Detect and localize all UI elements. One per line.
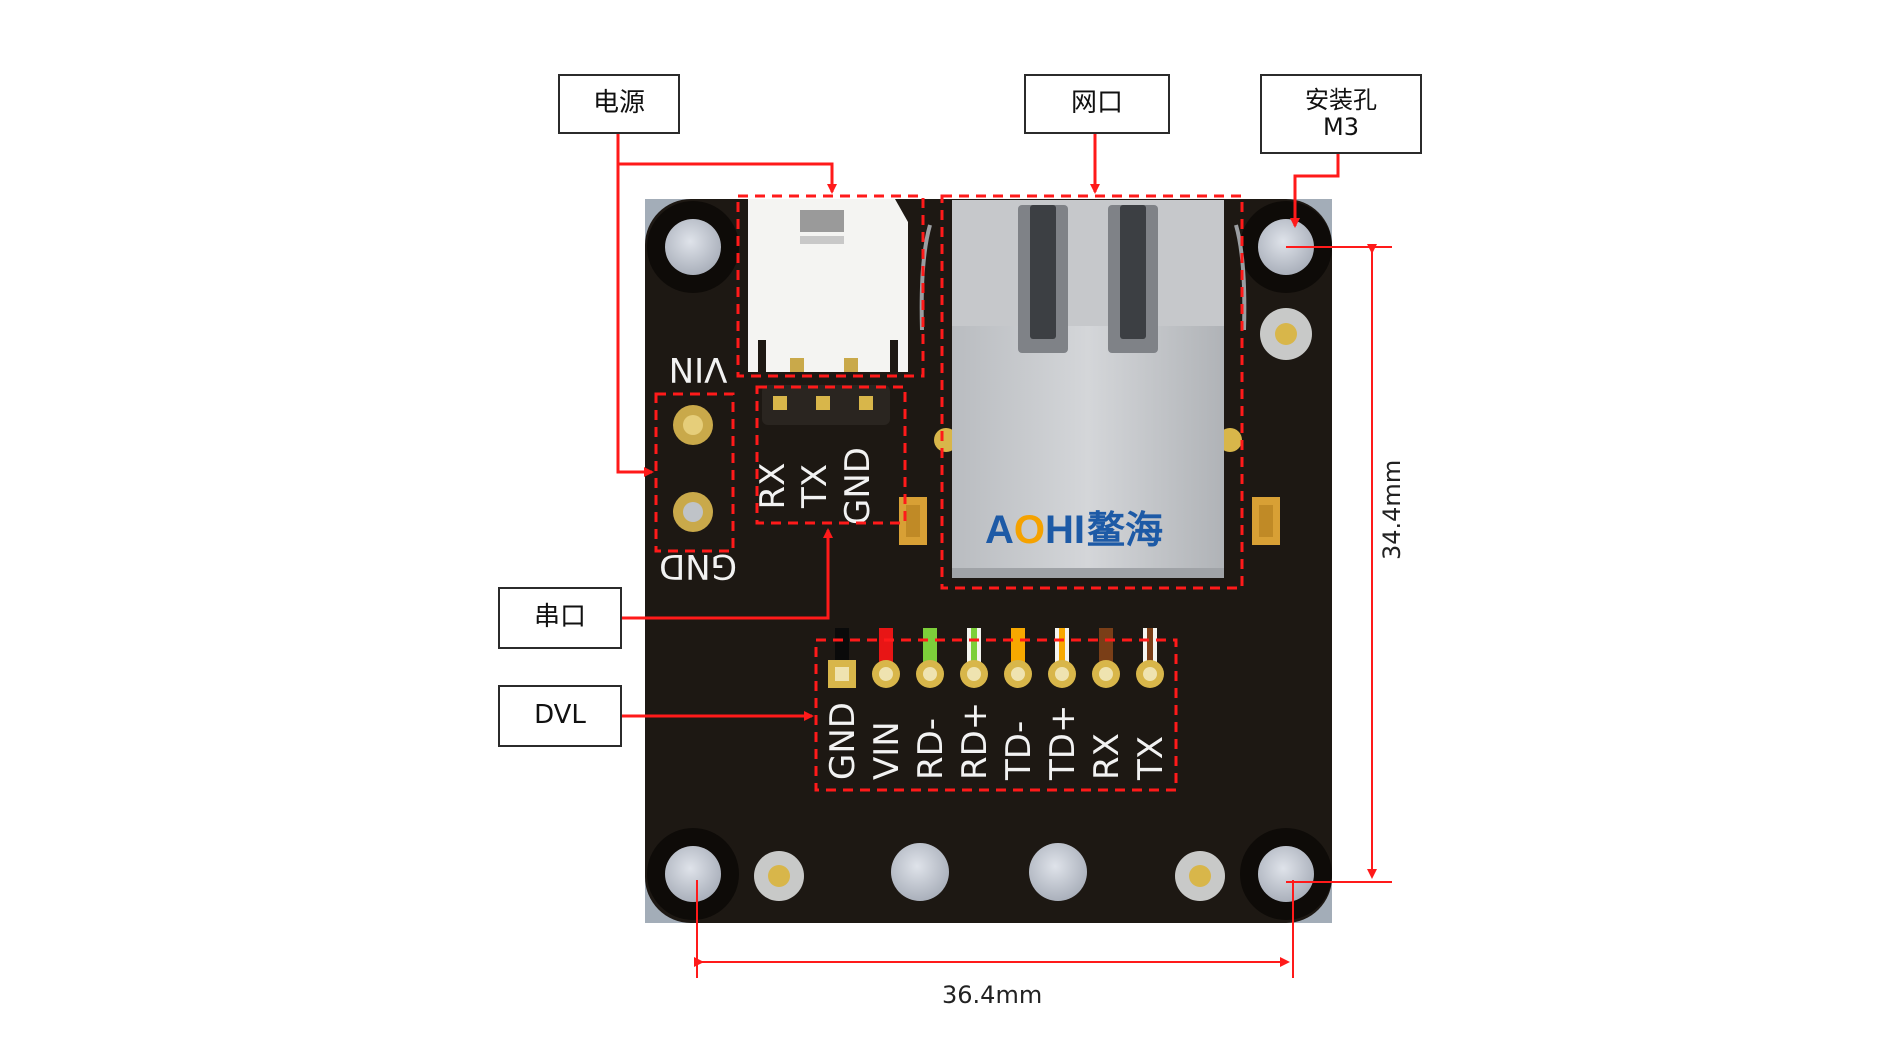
mount-hole — [665, 219, 721, 275]
highlight-vin-gnd — [654, 392, 735, 553]
dvl-wires — [828, 628, 1164, 688]
leader-serial — [620, 528, 833, 620]
logo-latin: AOHI — [985, 508, 1085, 552]
callout-dvl: DVL — [498, 685, 622, 747]
silk-gnd: GND — [659, 546, 737, 586]
height-dimension-label: 34.4mm — [1378, 459, 1406, 560]
callout-power-label: 电源 — [592, 88, 645, 119]
dvl-pad-center — [835, 667, 849, 681]
highlight-boxes — [654, 194, 1244, 792]
dvl-pad-center — [1011, 667, 1025, 681]
serial-pin-label: RX — [753, 463, 793, 510]
leader-power-top — [616, 133, 837, 194]
highlight-power — [736, 194, 925, 378]
rj45-jack — [919, 200, 1247, 578]
dvl-pin-label: RX — [1087, 733, 1127, 780]
callout-ethernet-label: 网口 — [1070, 88, 1123, 119]
dvl-pad-center — [923, 667, 937, 681]
callout-serial: 串口 — [498, 587, 622, 649]
dvl-pin-label: VIN — [867, 721, 907, 780]
callout-dvl-label: DVL — [534, 700, 586, 731]
leader-power-vin — [616, 164, 654, 477]
callout-leaders — [616, 133, 1340, 721]
dvl-pad-center — [879, 667, 893, 681]
bottom-row-holes — [754, 843, 1225, 901]
power-connector — [748, 199, 908, 372]
dvl-wire-stripe — [971, 628, 977, 672]
mount-hole — [665, 846, 721, 902]
logo-letter: H — [1045, 508, 1074, 552]
highlight-dvl — [814, 638, 1178, 792]
logo-letter: I — [1074, 508, 1085, 552]
silk-vin: VIN — [669, 349, 728, 389]
callout-power: 电源 — [558, 74, 680, 134]
logo-letter: A — [985, 508, 1014, 552]
dvl-pin-label: GND — [823, 702, 863, 780]
logo-letter: O — [1014, 508, 1045, 552]
callout-ethernet: 网口 — [1024, 74, 1170, 134]
logo-cjk: 鳌海 — [1087, 508, 1163, 552]
dvl-pad-center — [1143, 667, 1157, 681]
serial-pin-label: TX — [795, 464, 835, 509]
serial-pin-label: GND — [838, 447, 878, 525]
dvl-pin-label: TD- — [999, 721, 1039, 781]
aohi-logo: AOHI 鳌海 — [985, 508, 1163, 552]
dvl-wire-stripe — [1059, 628, 1065, 672]
dvl-pin-label: TX — [1131, 736, 1171, 781]
width-dimension-label: 36.4mm — [942, 981, 1043, 1009]
callout-mount-hole-line1: 安装孔 — [1305, 86, 1377, 115]
dvl-pad-center — [1055, 667, 1069, 681]
dvl-pad-center — [1099, 667, 1113, 681]
corner-mount-holes — [647, 201, 1332, 920]
leader-mount-hole — [1290, 152, 1340, 228]
dvl-wire-stripe — [1147, 628, 1153, 672]
dvl-pin-label: RD+ — [955, 702, 995, 780]
dimension-lines — [694, 244, 1392, 978]
mount-hole — [1258, 846, 1314, 902]
callout-serial-label: 串口 — [533, 602, 586, 633]
dvl-pad-center — [967, 667, 981, 681]
serial-header — [762, 385, 890, 425]
highlight-serial — [755, 385, 907, 525]
callout-mount-hole: 安装孔 M3 — [1260, 74, 1422, 154]
highlight-ethernet — [940, 194, 1244, 590]
dvl-pin-label: TD+ — [1043, 705, 1083, 781]
callout-mount-hole-line2: M3 — [1323, 113, 1359, 141]
dvl-pin-label: RD- — [911, 718, 951, 780]
